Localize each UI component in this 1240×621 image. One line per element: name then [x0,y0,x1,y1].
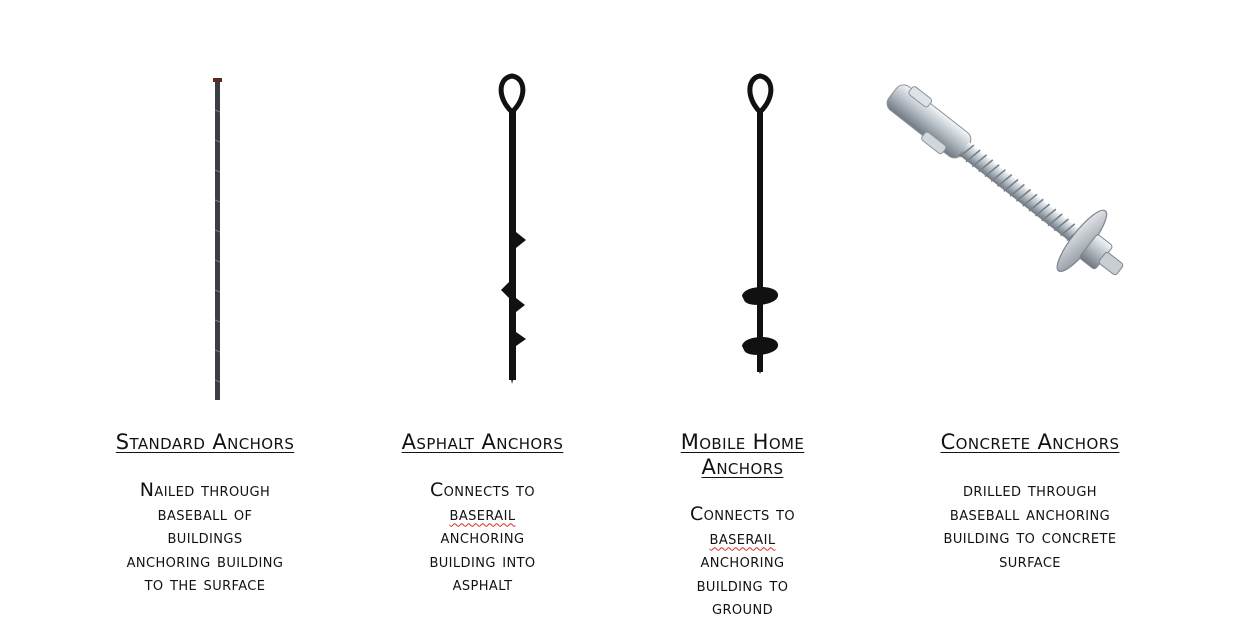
concrete-anchor-icon [886,84,1124,276]
anchor-card-concrete: Concrete Anchors drilled through basebal… [880,0,1180,620]
anchor-card-asphalt: Asphalt Anchors Connects to baserail anc… [355,0,610,620]
anchor-title-mobile-home: Mobile Home Anchors [680,430,805,479]
anchor-title-standard: Standard Anchors [115,430,295,454]
anchor-card-mobile-home: Mobile Home Anchors Connects to baserail… [640,0,845,620]
anchor-title-concrete: Concrete Anchors [940,430,1120,454]
anchor-title-asphalt: Asphalt Anchors [401,430,564,454]
standard-anchor-icon [213,78,222,400]
anchor-desc-standard: Nailed through baseball of buildings anc… [126,479,284,595]
anchor-card-standard: Standard Anchors Nailed through baseball… [70,0,340,620]
anchor-desc-concrete: drilled through baseball anchoring build… [943,479,1117,572]
anchor-desc-asphalt: Connects to baserail anchoring building … [429,479,536,595]
auger-anchor-icon [742,73,779,374]
asphalt-anchor-icon [498,73,526,384]
anchor-desc-mobile-home: Connects to baserail anchoring building … [689,503,796,619]
